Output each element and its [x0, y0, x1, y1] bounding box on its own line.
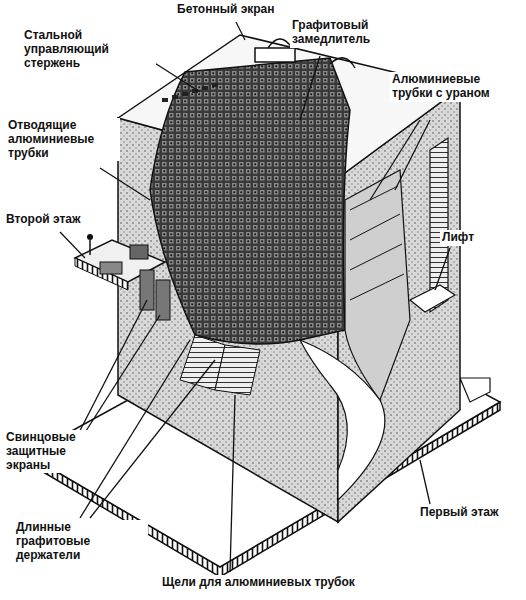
control-rods: [162, 39, 355, 102]
part-label: Стальной управляющий стержень: [22, 28, 156, 71]
part-label: Отводящие алюминиевые трубки: [6, 118, 120, 161]
part-label: Первый этаж: [418, 505, 501, 521]
part-label: Щели для алюминиевых трубок: [160, 575, 357, 591]
part-label: Длинные графитовые держатели: [14, 520, 148, 563]
lead-shields: [140, 270, 170, 320]
leader-lines: [60, 22, 450, 572]
lift: [410, 138, 455, 312]
part-label: Свинцовые защитные экраны: [4, 430, 88, 473]
part-label: Алюминиевые трубки с ураном: [390, 72, 514, 102]
concrete-shield: [118, 35, 460, 522]
part-label: Второй этаж: [4, 212, 82, 228]
part-label: Графитовый замедлитель: [290, 18, 394, 48]
part-label: Бетонный экран: [175, 2, 277, 18]
graphite-core: [150, 58, 410, 500]
part-label: Лифт: [440, 230, 476, 246]
